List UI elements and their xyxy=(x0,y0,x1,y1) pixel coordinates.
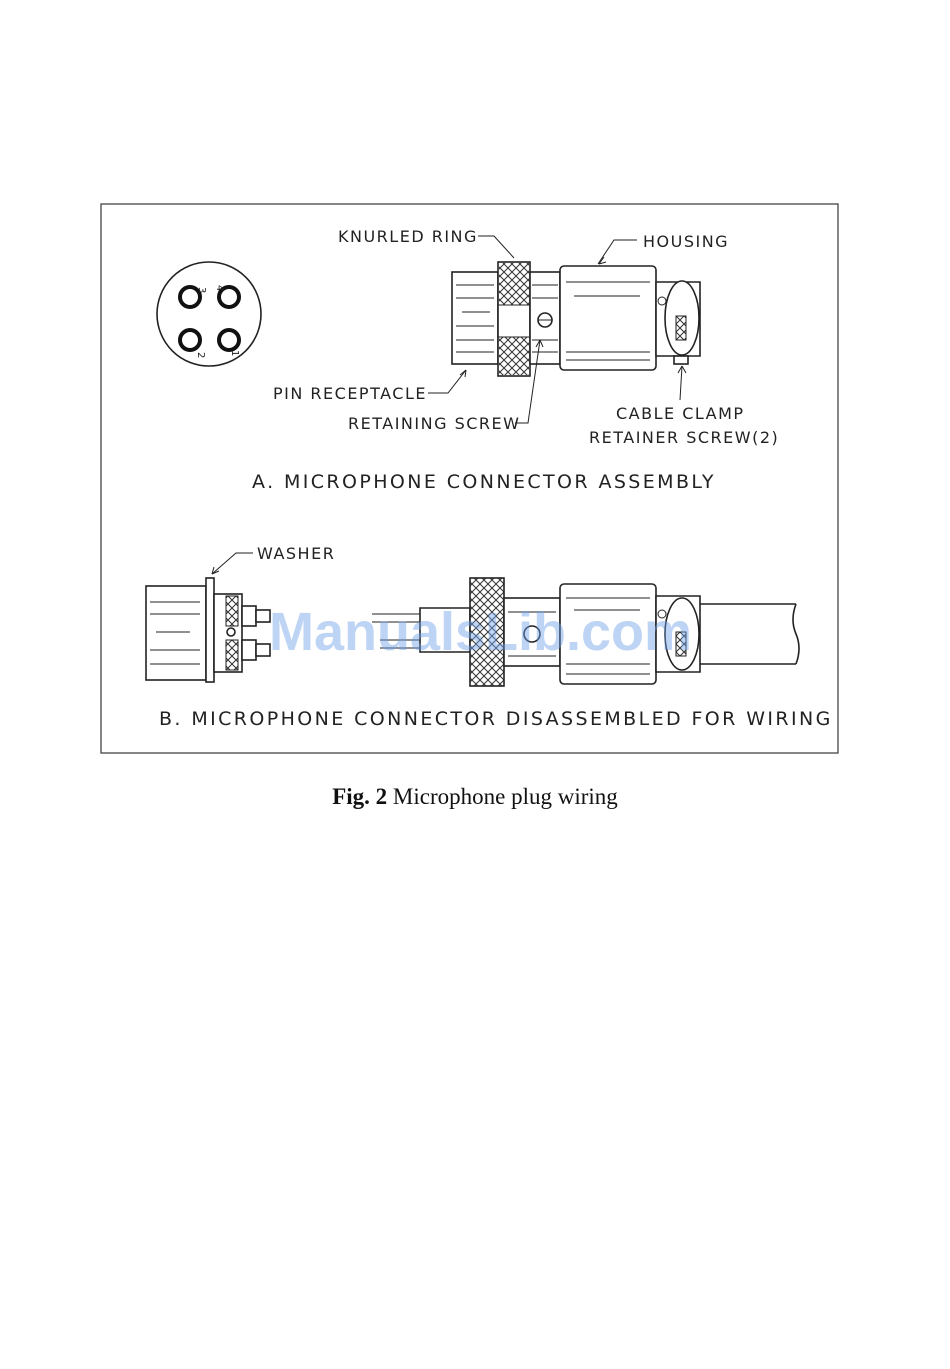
caption-text: Microphone plug wiring xyxy=(387,784,618,809)
label-pin-receptacle: PIN RECEPTACLE xyxy=(273,384,427,403)
assembled-connector xyxy=(452,262,700,376)
label-knurled-ring: KNURLED RING xyxy=(338,227,478,246)
label-housing: HOUSING xyxy=(643,232,729,251)
label-retainer-screw: RETAINER SCREW(2) xyxy=(589,428,779,447)
section-b-title: B. MICROPHONE CONNECTOR DISASSEMBLED FOR… xyxy=(159,708,833,730)
pin-face-view: 3 4 2 1 xyxy=(157,262,261,366)
caption-prefix: Fig. 2 xyxy=(332,784,387,809)
washer xyxy=(206,578,214,682)
pin-number: 1 xyxy=(229,350,240,356)
label-cable-clamp: CABLE CLAMP xyxy=(616,404,745,423)
label-washer: WASHER xyxy=(257,544,335,563)
pin-number: 2 xyxy=(195,352,206,358)
section-a-title: A. MICROPHONE CONNECTOR ASSEMBLY xyxy=(252,471,716,493)
pin-number: 4 xyxy=(214,285,225,291)
figure-caption: Fig. 2 Microphone plug wiring xyxy=(0,784,950,810)
watermark: ManualsLib.com xyxy=(269,602,692,662)
label-retaining-screw: RETAINING SCREW xyxy=(348,414,520,433)
pin-number: 3 xyxy=(196,287,207,293)
